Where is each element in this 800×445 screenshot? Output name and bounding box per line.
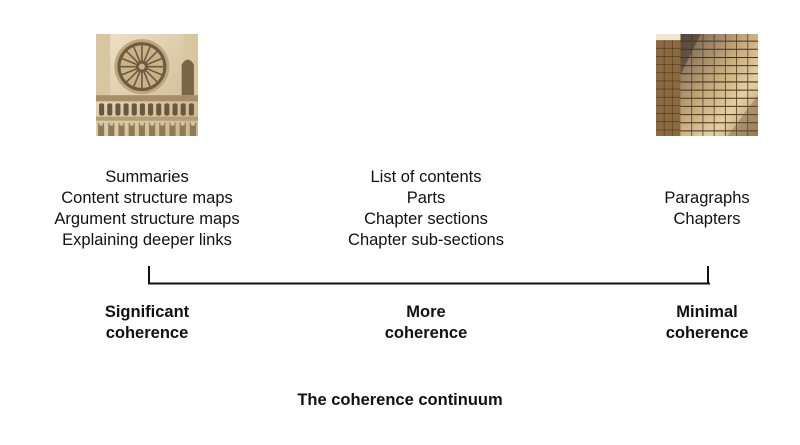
list-item: Chapters xyxy=(673,210,741,228)
list-item: Summaries xyxy=(105,168,189,186)
significant-coherence-label: Significant coherence xyxy=(47,302,247,344)
cathedral-rose-window-icon xyxy=(96,34,198,136)
list-item: List of contents xyxy=(370,168,482,186)
minimal-coherence-label: Minimal coherence xyxy=(607,302,800,344)
list-item: Chapter sub-sections xyxy=(348,231,504,249)
heading-line: More xyxy=(406,303,446,321)
continuum-axis xyxy=(148,266,710,286)
list-item: Content structure maps xyxy=(61,189,233,207)
list-item: Argument structure maps xyxy=(54,210,240,228)
list-item: Paragraphs xyxy=(664,189,750,207)
minimal-coherence-items: Paragraphs Chapters xyxy=(557,188,800,230)
cathedral-image xyxy=(96,34,198,136)
heading-line: coherence xyxy=(665,324,749,342)
more-coherence-label: More coherence xyxy=(326,302,526,344)
list-item: Chapter sections xyxy=(364,210,488,228)
list-item: Explaining deeper links xyxy=(62,231,232,249)
diagram-caption: The coherence continuum xyxy=(297,391,503,409)
heading-line: coherence xyxy=(105,324,189,342)
list-item: Parts xyxy=(406,189,446,207)
glass-tower-icon xyxy=(656,34,758,136)
heading-line: Minimal xyxy=(676,303,738,321)
heading-line: coherence xyxy=(384,324,468,342)
more-coherence-items: List of contents Parts Chapter sections … xyxy=(276,167,576,251)
office-tower-image xyxy=(656,34,758,136)
heading-line: Significant xyxy=(104,303,190,321)
significant-coherence-items: Summaries Content structure maps Argumen… xyxy=(0,167,297,251)
